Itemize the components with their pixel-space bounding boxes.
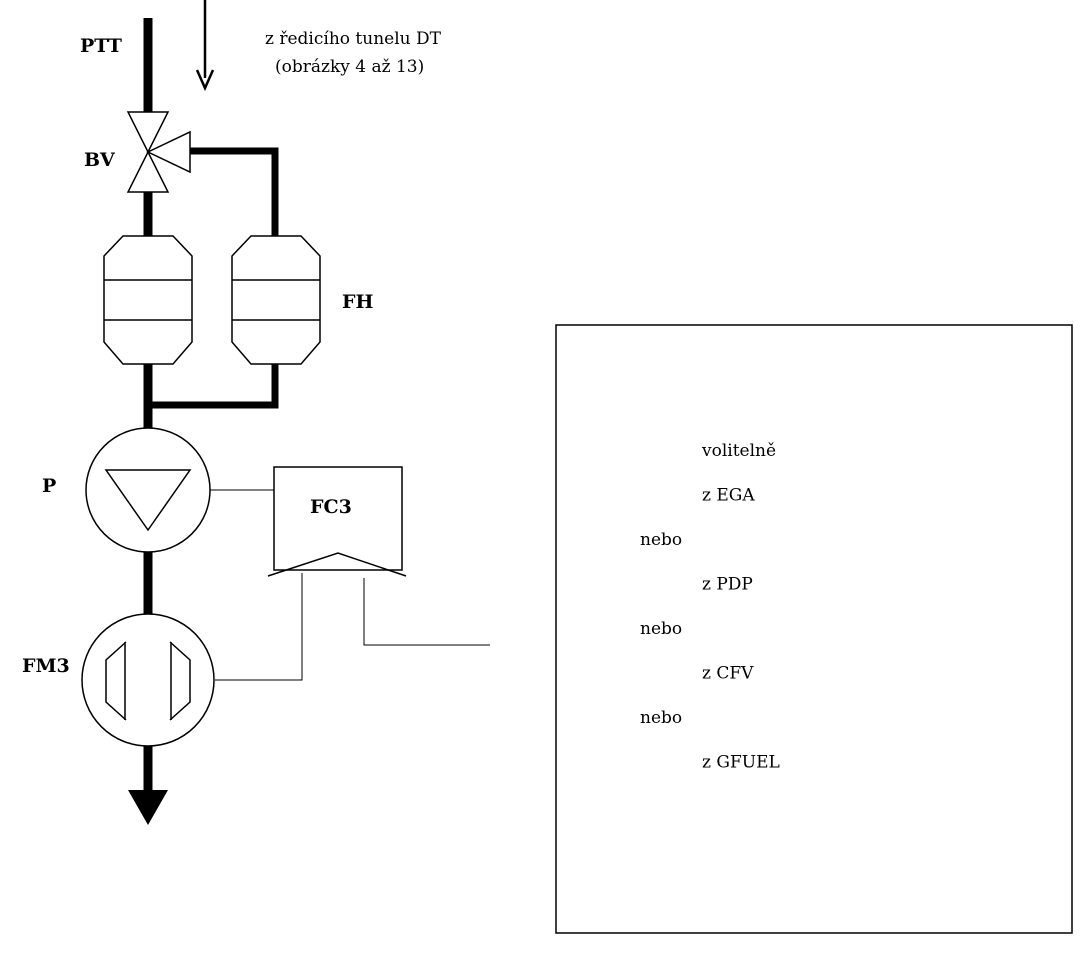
inlet-note-line1: z ředicího tunelu DT bbox=[265, 29, 442, 49]
filter-holder-bypass bbox=[231, 235, 321, 365]
signal-line-fc3-options bbox=[363, 578, 490, 646]
flow-meter-fm3 bbox=[81, 613, 215, 747]
bypass-line-top bbox=[190, 147, 279, 238]
label-fm3: FM3 bbox=[22, 655, 70, 677]
label-fc3: FC3 bbox=[310, 496, 352, 518]
label-ptt: PTT bbox=[80, 35, 122, 57]
option-item: z CFV bbox=[702, 664, 754, 684]
option-separator: nebo bbox=[640, 619, 682, 639]
flow-controller-fc3 bbox=[267, 466, 407, 577]
option-item: volitelně bbox=[701, 441, 776, 461]
bv-valve bbox=[126, 111, 191, 193]
signal-line-fc3-fm3 bbox=[215, 573, 303, 681]
label-bv: BV bbox=[84, 149, 116, 171]
options-box bbox=[555, 324, 1073, 934]
option-item: z GFUEL bbox=[702, 753, 780, 773]
options-list: volitelně z EGA nebo z PDP nebo z CFV nebo z GF… bbox=[640, 441, 780, 773]
outlet-arrow-head bbox=[128, 790, 168, 825]
option-separator: nebo bbox=[640, 708, 682, 728]
label-fh: FH bbox=[342, 291, 373, 313]
bypass-line-bottom bbox=[148, 362, 279, 409]
option-item: z PDP bbox=[702, 575, 753, 595]
pump-p bbox=[85, 427, 211, 553]
label-p: P bbox=[42, 475, 56, 497]
inlet-note-line2: (obrázky 4 až 13) bbox=[275, 57, 424, 77]
inlet-arrow-head bbox=[195, 69, 215, 92]
option-item: z EGA bbox=[702, 486, 755, 506]
option-separator: nebo bbox=[640, 530, 682, 550]
filter-holder-main bbox=[103, 235, 193, 365]
